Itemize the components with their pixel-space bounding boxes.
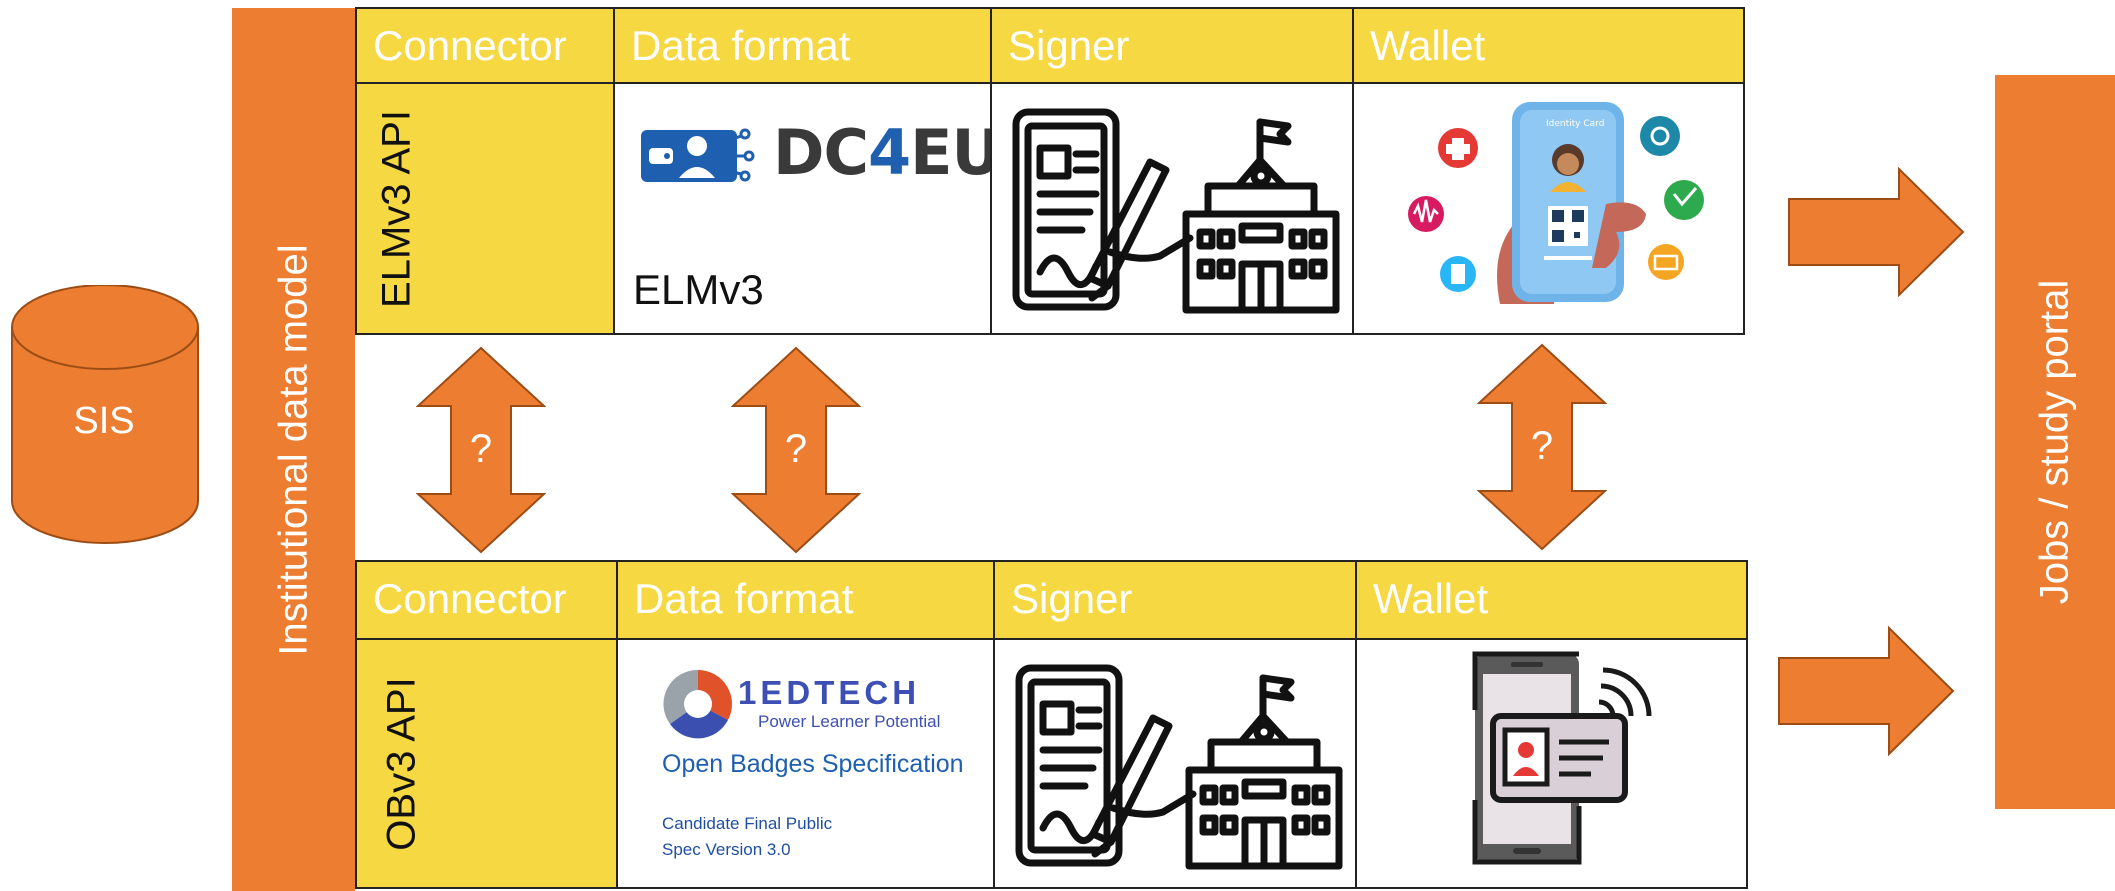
obv-data-format-cell: 1EDTECH Power Learner Potential Open Bad… (616, 638, 995, 889)
dc4eu-logo-icon (641, 128, 755, 182)
double-arrow-wallet (1477, 343, 1607, 551)
sis-database-icon (11, 285, 199, 544)
double-arrow-data-format (731, 346, 861, 554)
arrow-right-obv-to-portal (1778, 626, 1955, 756)
institutional-data-model-label: Institutional data model (271, 243, 315, 656)
dc4eu-dc: DC (773, 116, 869, 189)
elm-data-format-caption: ELMv3 (633, 266, 764, 313)
obv-header-wallet: Wallet (1355, 560, 1748, 640)
dc4eu-four: 4 (867, 116, 911, 189)
arrow-right-elm-to-portal (1788, 167, 1965, 297)
obv-header-data-format: Data format (616, 560, 995, 640)
wallet-card-title: Identity Card (1546, 119, 1604, 129)
sis-label: SIS (73, 400, 135, 442)
obv-spec-sub1: Candidate Final Public (662, 814, 833, 833)
question-mark-connector: ? (469, 427, 493, 471)
obv-spec-sub2: Spec Version 3.0 (662, 840, 791, 859)
elm-header-connector: Connector (355, 7, 615, 84)
dc4eu-eu: EU (910, 116, 1002, 189)
wallet-phone-id-icon: Identity Card (1408, 102, 1704, 304)
elm-api-cell: ELMv3 API (355, 82, 615, 335)
signer-school-icon (1015, 664, 1343, 870)
question-mark-wallet: ? (1530, 424, 1554, 468)
1edtech-tagline: Power Learner Potential (758, 712, 941, 731)
obv-api-label: OBv3 API (379, 676, 424, 851)
elm-wallet-cell: Identity Card (1352, 82, 1745, 335)
jobs-study-portal-bar: Jobs / study portal (1995, 75, 2115, 809)
elm-signer-cell (990, 82, 1354, 335)
1edtech-wordmark: 1EDTECH (738, 674, 921, 711)
obv-header-connector: Connector (355, 560, 618, 640)
elm-header-wallet: Wallet (1352, 7, 1745, 84)
obv-header-signer: Signer (993, 560, 1357, 640)
elm-header-data-format: Data format (613, 7, 992, 84)
institutional-data-model-bar: Institutional data model (232, 8, 355, 891)
obv-spec-title: Open Badges Specification (662, 750, 964, 778)
elm-api-label: ELMv3 API (374, 109, 419, 308)
signer-school-icon (1012, 108, 1340, 314)
elm-data-format-cell: DC4EU ELMv3 (613, 82, 1002, 335)
1edtech-logo-icon (663, 669, 732, 739)
obv-signer-cell (993, 638, 1357, 889)
elm-header-signer: Signer (990, 7, 1354, 84)
dc4eu-wordmark: DC4EU (773, 116, 1002, 189)
wallet-phone-card-icon (1472, 651, 1652, 865)
obv-wallet-cell (1355, 638, 1748, 889)
obv-api-cell: OBv3 API (355, 638, 618, 889)
question-mark-data-format: ? (784, 427, 808, 471)
double-arrow-connector (416, 346, 546, 554)
jobs-study-portal-label: Jobs / study portal (2032, 279, 2077, 605)
